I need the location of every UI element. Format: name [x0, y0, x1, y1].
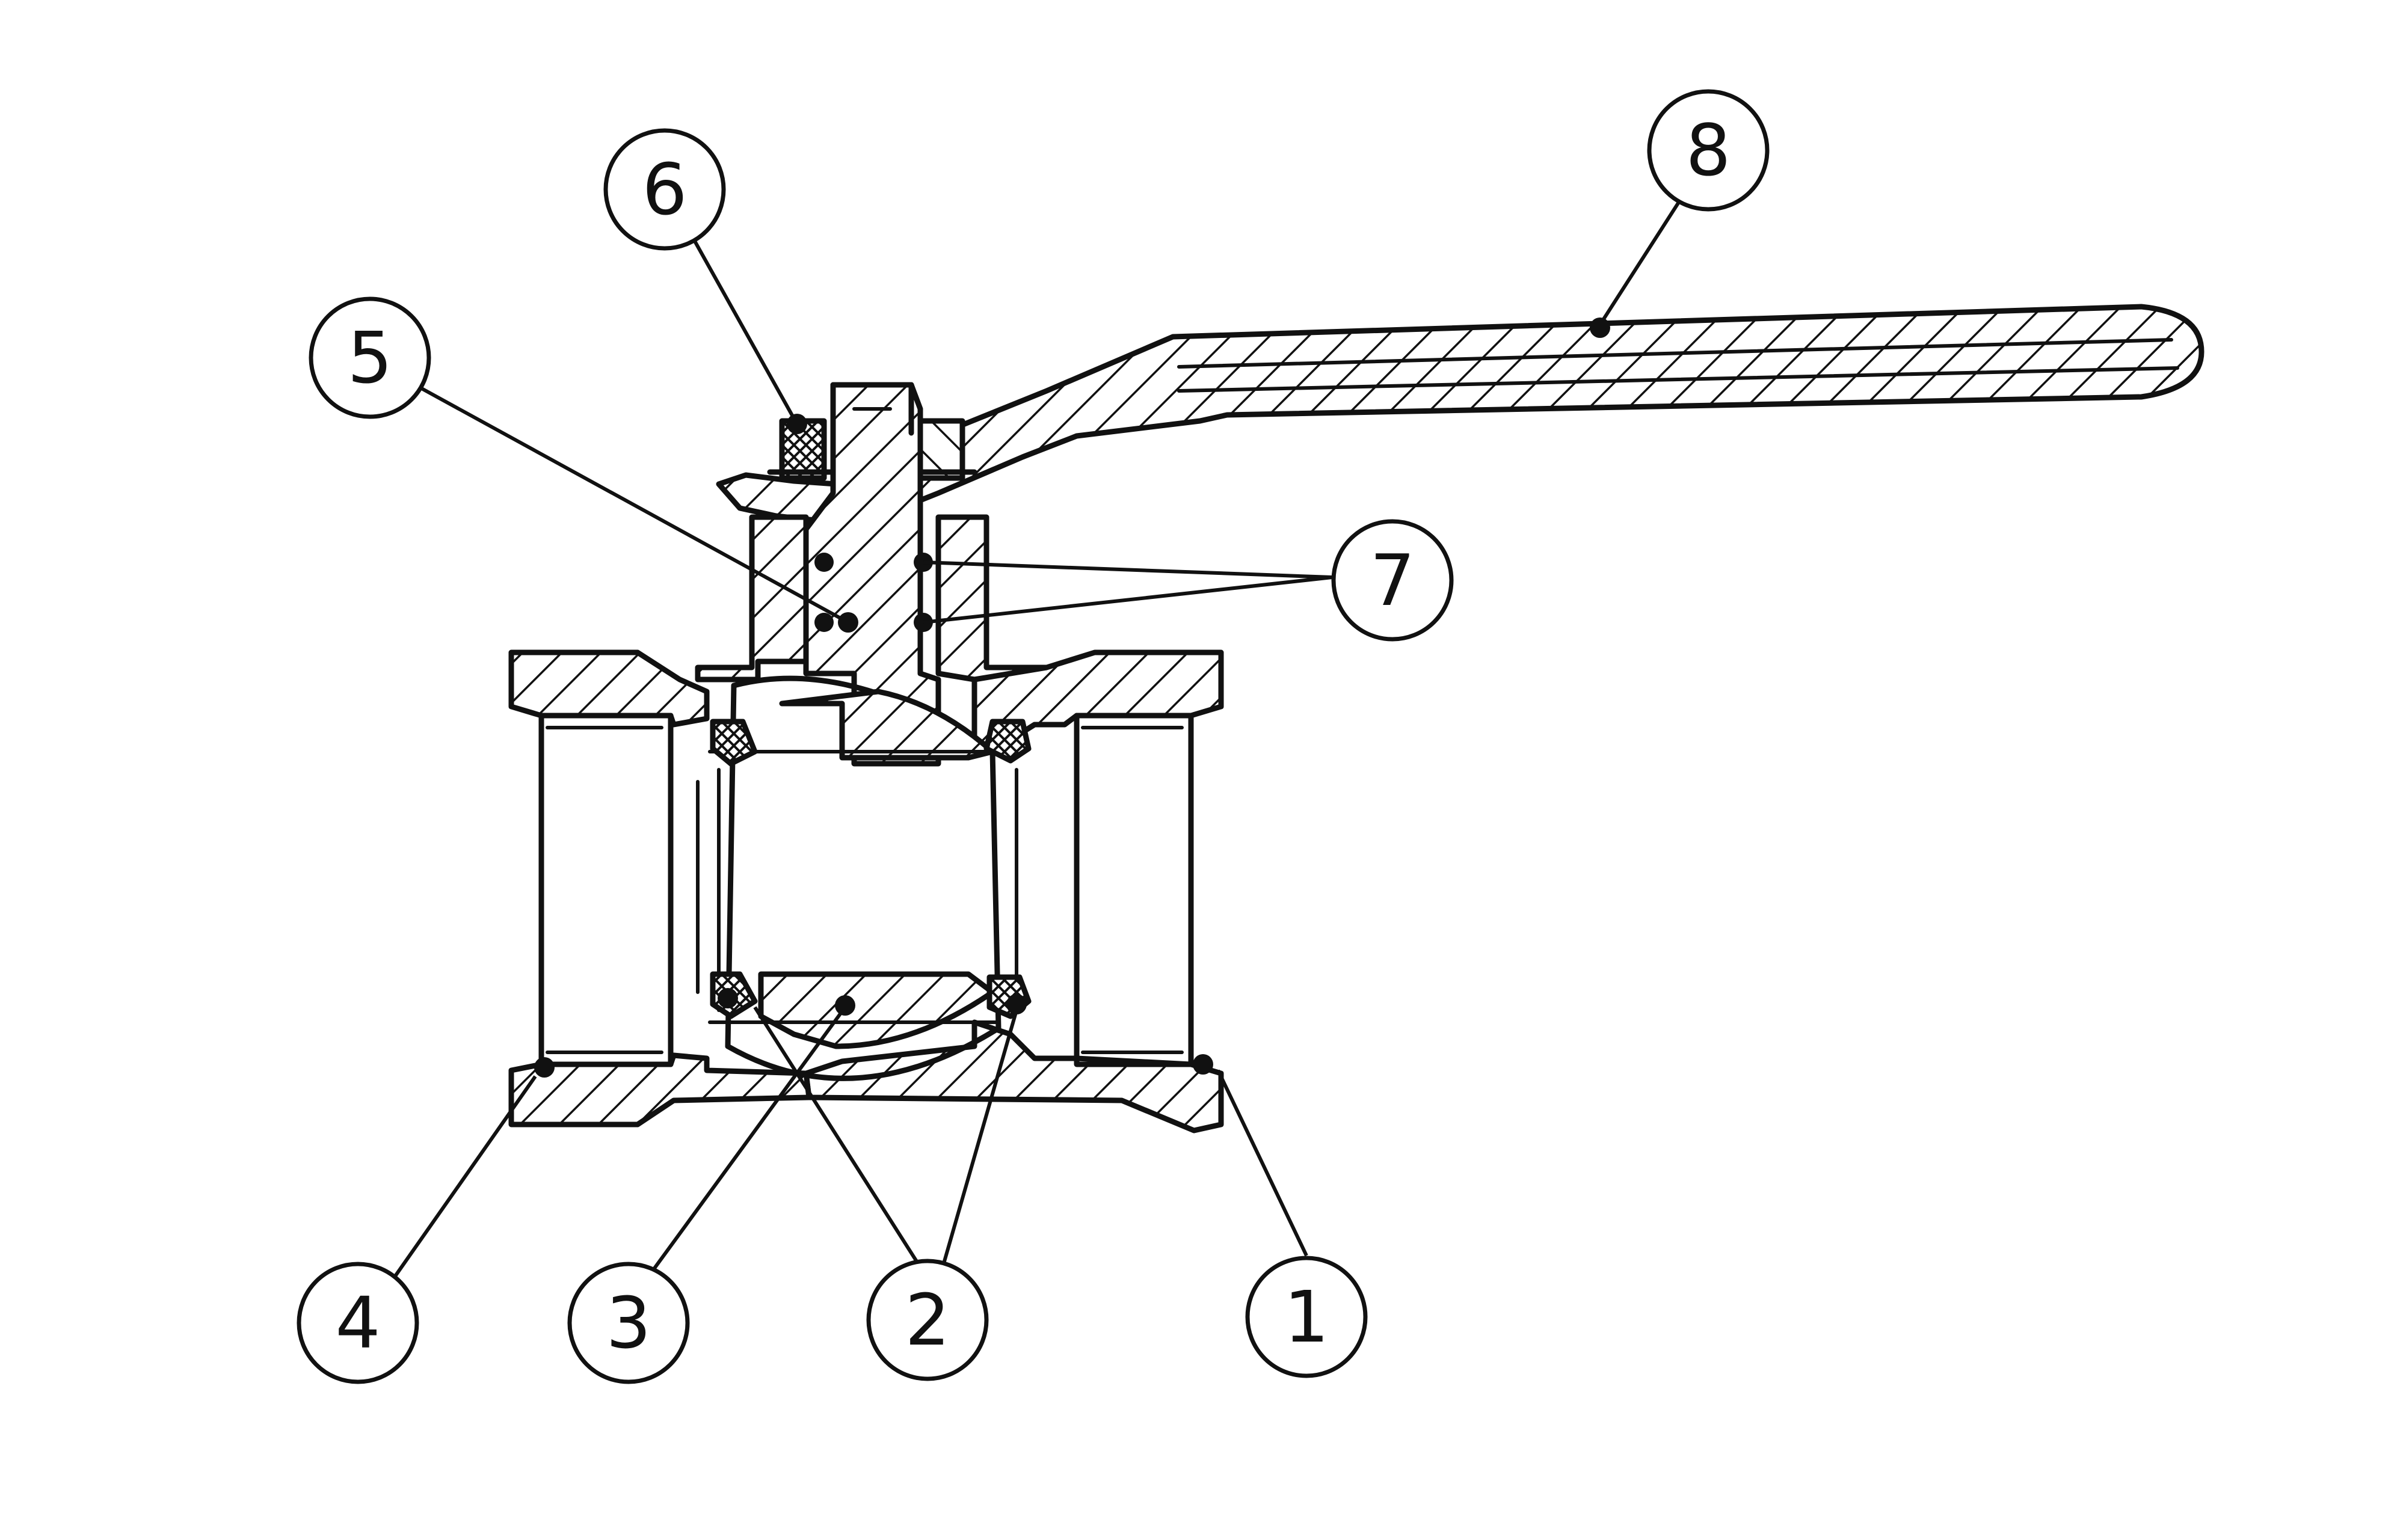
leader-lines: [392, 197, 1683, 1279]
stem-o-rings: [814, 553, 933, 632]
callout-4: 4: [297, 1262, 419, 1384]
end-cap: [508, 649, 812, 1127]
callout-1: 1: [1245, 1256, 1368, 1378]
callout-7-label: 7: [1370, 539, 1415, 622]
callout-2: 2: [866, 1259, 989, 1381]
callout-7: 7: [1331, 519, 1454, 642]
callout-8: 8: [1647, 89, 1770, 212]
callout-6-label: 6: [642, 148, 687, 231]
callout-8-label: 8: [1685, 109, 1731, 192]
callout-3: 3: [567, 1262, 690, 1384]
callout-4-label: 4: [335, 1281, 380, 1364]
callout-5: 5: [309, 296, 431, 419]
callout-1-label: 1: [1284, 1275, 1329, 1358]
valve-ball: [696, 675, 1018, 1081]
callout-6: 6: [603, 128, 726, 251]
valve-stem: [803, 382, 941, 767]
handle-lever: [716, 304, 2204, 526]
callout-2-label: 2: [905, 1278, 950, 1361]
callout-5-label: 5: [347, 316, 392, 399]
callout-3-label: 3: [606, 1281, 651, 1364]
